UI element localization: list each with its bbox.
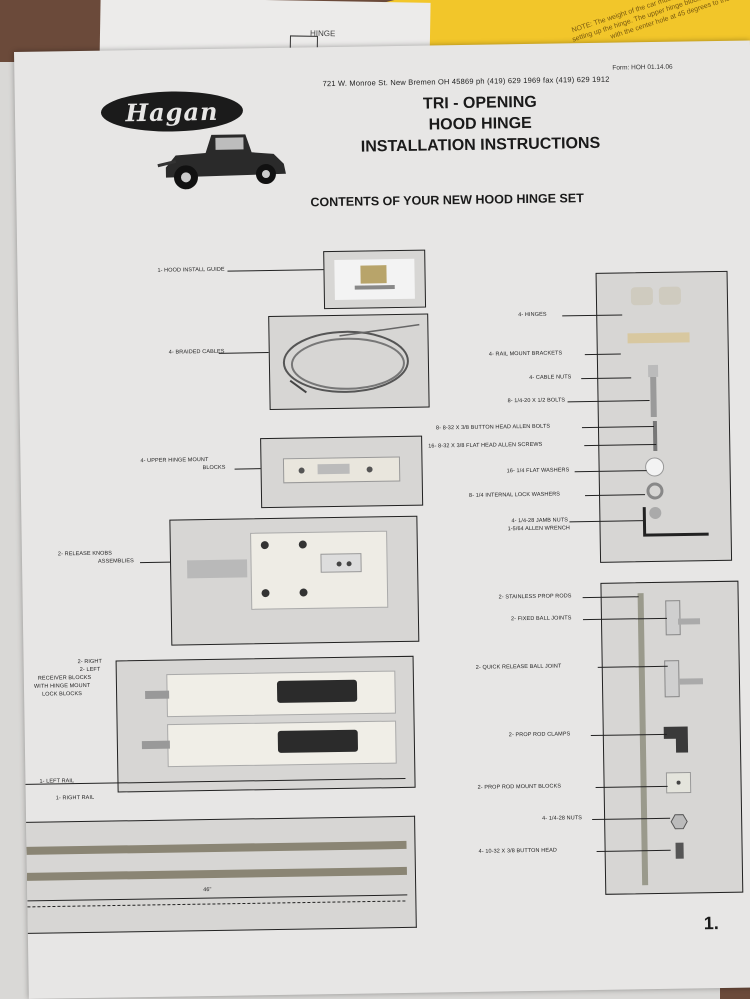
hardware-item-7: 16- 1/4 FLAT WASHERS [506,467,570,475]
prop-rod-item-4: 2- PROP ROD CLAMPS [508,731,571,739]
contents-heading: CONTENTS OF YOUR NEW HOOD HINGE SET [310,191,584,210]
hardware-item-4: 8- 1/4-20 X 1/2 BOLTS [507,397,566,405]
prop-rod-item-5: 2- PROP ROD MOUNT BLOCKS [477,783,562,791]
receiver-blocks-image [141,670,397,768]
release-knob-photo [169,515,420,646]
release-knob-label-2: ASSEMBLIES [97,558,134,565]
guide-photo [323,249,427,310]
rail-length-label: 46" [203,887,212,894]
cables-label: 4- BRAIDED CABLES [168,348,225,356]
hardware-item-8: 8- 1/4 INTERNAL LOCK WASHERS [468,491,561,499]
upper-blocks-label-1: 4- UPPER HINGE MOUNT [140,456,209,465]
prop-rod-item-3: 2- QUICK RELEASE BALL JOINT [475,663,562,671]
prop-rod-image [637,593,704,886]
release-knob-label-1: 2- RELEASE KNOBS [57,550,113,558]
page-number: 1. [703,913,719,934]
receiver-label-4: WITH HINGE MOUNT [33,682,91,690]
rails-image [26,840,408,908]
hot-rod-car-illustration [157,134,286,190]
instruction-page: Form: HOH 01.14.06 721 W. Monroe St. New… [14,40,750,999]
release-knob-leader [140,561,171,564]
hardware-item-2: 4- RAIL MOUNT BRACKETS [488,350,563,358]
braided-cables-image [282,323,420,394]
upper-blocks-label-2: BLOCKS [202,464,226,472]
hardware-item-10: 1-5/64 ALLEN WRENCH [507,525,571,533]
hardware-item-3: 4- CABLE NUTS [529,374,572,381]
upper-blocks-leader [234,468,261,470]
rails-photo [26,815,417,934]
prop-rod-item-6: 4- 1/4-28 NUTS [542,815,583,822]
receiver-label-1: 2- RIGHT [77,658,102,666]
hardware-item-1: 4- HINGES [518,311,547,319]
guide-label: 1- HOOD INSTALL GUIDE [157,266,225,274]
hardware-item-6: 16- 8-32 X 3/8 FLAT HEAD ALLEN SCREWS [428,441,543,450]
prop-rod-item-2: 2- FIXED BALL JOINTS [510,615,572,623]
prop-rod-photo [600,580,744,895]
receiver-blocks-photo [115,655,416,793]
cables-leader [218,352,269,354]
guide-leader [227,269,324,272]
company-address: 721 W. Monroe St. New Bremen OH 45869 ph… [322,74,610,89]
release-knob-image [187,530,389,610]
receiver-label-5: LOCK BLOCKS [42,691,83,698]
upper-hinge-blocks-image [282,456,401,484]
form-number: Form: HOH 01.14.06 [612,63,673,72]
hardware-image [627,286,709,537]
guide-image [334,258,415,300]
upper-blocks-photo [260,435,424,509]
prop-rod-item-7: 4- 10-32 X 3/8 BUTTON HEAD [478,847,557,855]
cables-photo [268,313,430,411]
hardware-item-5: 8- 8-32 X 3/8 BUTTON HEAD ALLEN BOLTS [435,423,551,432]
right-rail-label: 1- RIGHT RAIL [55,794,95,802]
background-sheet-label: HINGE [309,28,336,39]
hardware-photo [595,270,733,563]
receiver-label-2: 2- LEFT [79,666,101,674]
receiver-label-3: RECEIVER BLOCKS [37,674,92,682]
document-title: TRI - OPENING HOOD HINGE INSTALLATION IN… [325,90,636,158]
logo-text: Hagan [125,96,219,127]
title-line-3: INSTALLATION INSTRUCTIONS [360,134,601,156]
hardware-item-9: 4- 1/4-28 JAMB NUTS [511,517,569,525]
prop-rod-item-1: 2- STAINLESS PROP RODS [498,593,572,601]
